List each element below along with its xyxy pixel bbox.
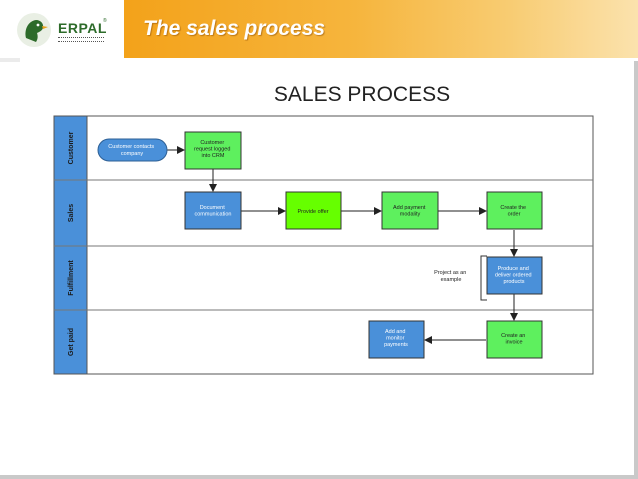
node-create-order-shape (486, 191, 543, 230)
node-text-line: communication (195, 212, 232, 218)
node-produce-deliver-label: Produce and deliver ordered products (495, 266, 533, 285)
page-title: The sales process (143, 17, 326, 40)
node-create-order-label: Create the order (500, 205, 527, 218)
node-create-invoice-label: Create an invoice (501, 333, 527, 346)
node-customer-contacts-label: Customer contacts company (108, 144, 155, 157)
node-document-communication-label: Document communication (195, 205, 232, 218)
node-text-line: Add payment (393, 205, 426, 211)
node-text-line: modality (400, 212, 421, 218)
annotation-project-example: Project as an example (434, 270, 468, 283)
node-monitor-payments-label: Add and monitor payments (384, 329, 408, 348)
node-text-line: Document (200, 205, 226, 211)
logo-trademark: ® (103, 18, 107, 24)
duck-logo-icon (17, 13, 51, 47)
node-text-line: invoice (505, 340, 522, 346)
node-text-line: products (503, 279, 524, 285)
lane-label-sales: Sales (68, 204, 75, 222)
logo-tagline-mark (58, 37, 104, 42)
node-create-invoice-shape (486, 320, 543, 359)
node-customer-contacts-shape (97, 138, 168, 162)
node-text-line: Create the (500, 205, 526, 211)
node-document-communication-shape (184, 191, 242, 230)
node-text-line: Customer (200, 140, 224, 146)
logo: ERPAL ® (0, 0, 124, 58)
annotation-text-line: Project as an (434, 270, 466, 276)
diagram-title: SALES PROCESS (274, 83, 450, 106)
node-monitor-payments-shape (368, 320, 425, 359)
slide-frame (0, 61, 638, 479)
node-text-line: Create an (501, 333, 525, 339)
node-text-line: Add and (385, 329, 406, 335)
node-text-line: into CRM (202, 153, 225, 159)
node-text-line: payments (384, 342, 408, 348)
node-add-payment-label: Add payment modality (393, 205, 427, 218)
title-band (124, 0, 638, 58)
node-provide-offer-shape (285, 191, 342, 230)
node-provide-offer-label: Provide offer (297, 209, 328, 215)
header-bar: ERPAL ® The sales process (0, 0, 638, 58)
node-request-logged-shape (184, 131, 242, 170)
node-text-line: Provide offer (297, 209, 328, 215)
node-text-line: request logged (194, 147, 230, 153)
logo-text: ERPAL (58, 20, 107, 36)
node-text-line: monitor (386, 336, 405, 342)
node-text-line: Produce and (498, 266, 529, 272)
lane-header-column (53, 115, 88, 375)
lane-label-customer: Customer (68, 131, 75, 164)
lane-label-get-paid: Get paid (68, 328, 75, 356)
node-text-line: company (121, 151, 144, 157)
annotation-bracket (480, 255, 487, 301)
node-produce-deliver-shape (486, 256, 543, 295)
node-text-line: order (508, 212, 521, 218)
node-text-line: deliver ordered (495, 273, 532, 279)
lane-label-fulfillment: Fulfillment (68, 260, 75, 296)
node-request-logged-label: Customer request logged into CRM (194, 140, 232, 159)
header-rule (0, 58, 20, 62)
annotation-text-line: example (441, 277, 462, 283)
node-add-payment-shape (381, 191, 439, 230)
node-text-line: Customer contacts (108, 144, 154, 150)
